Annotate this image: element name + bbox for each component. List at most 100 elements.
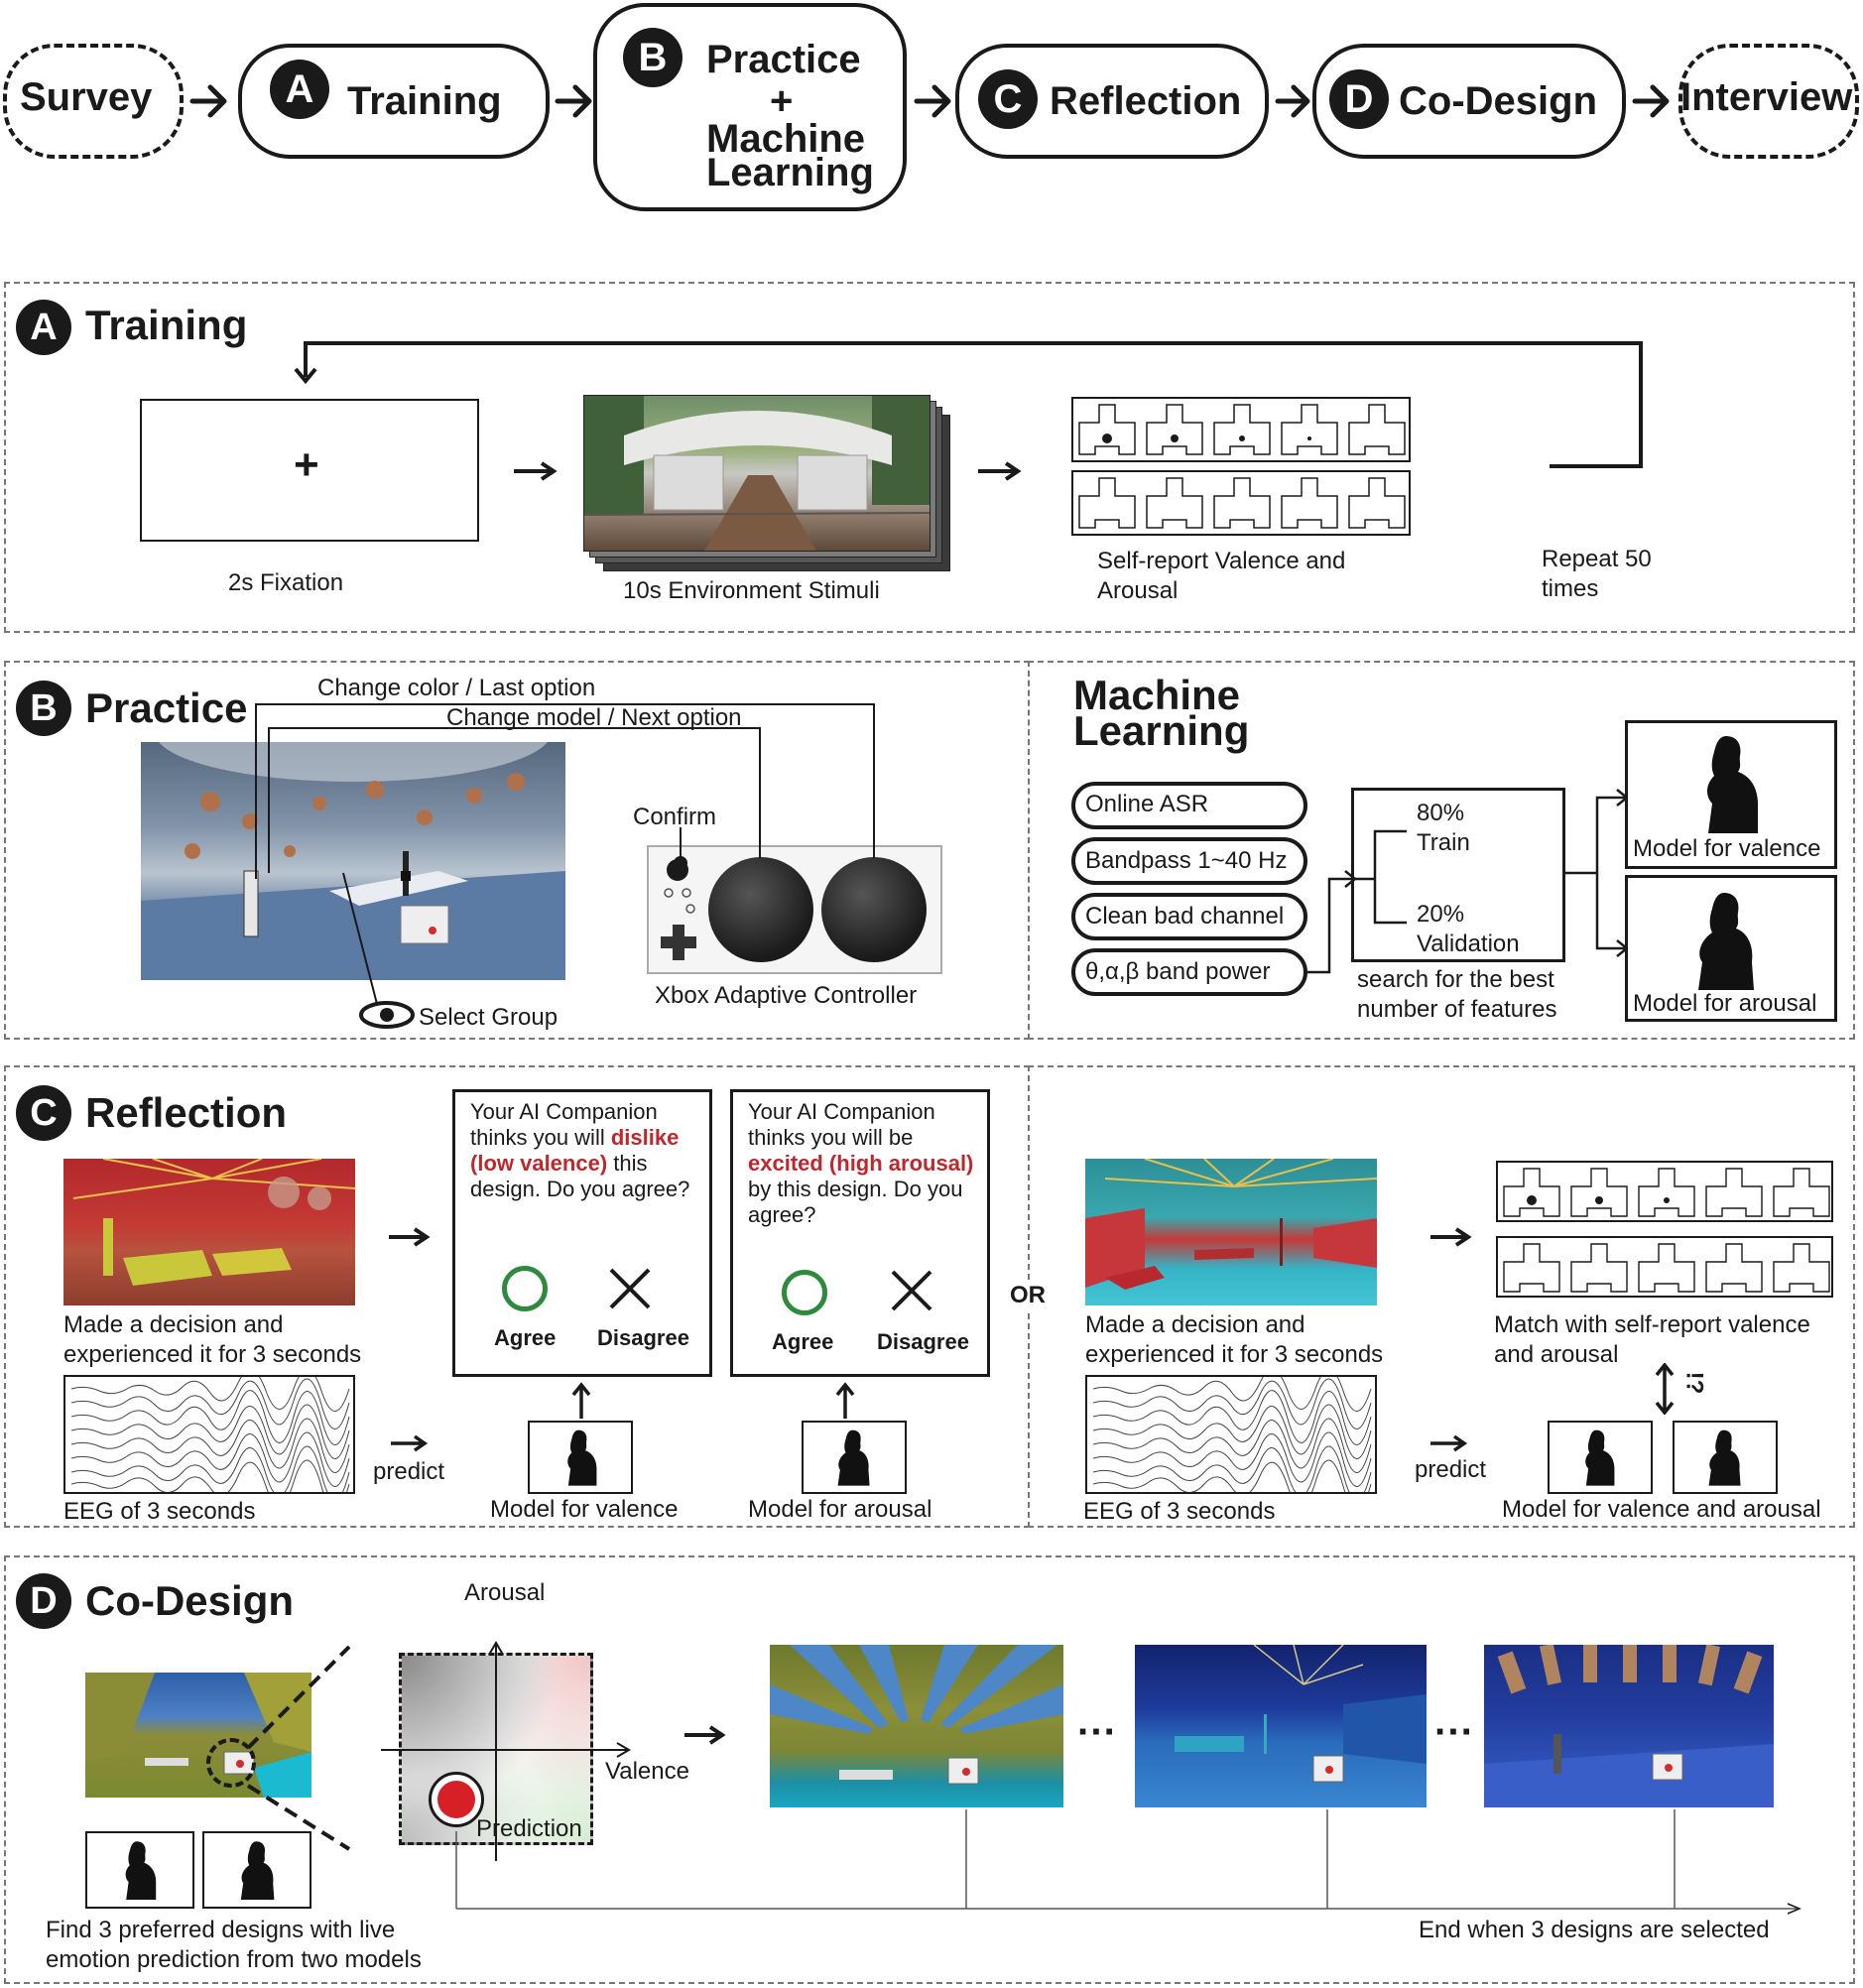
codesign-badge: D [16, 1573, 71, 1629]
controller-label: Xbox Adaptive Controller [655, 982, 918, 1009]
flow-training-label: Training [347, 79, 502, 123]
ml-step-clean [1071, 893, 1307, 940]
ellipsis-1: ··· [1077, 1710, 1117, 1754]
training-repeat-loop [294, 341, 1643, 468]
flow-training-badge: A [270, 60, 329, 119]
card1-agree-label: Agree [494, 1325, 557, 1350]
predict-label: predict [373, 1458, 445, 1485]
flow-practice-badge: B [623, 28, 683, 87]
match-label-1: Match with self-report valence [1494, 1311, 1810, 1338]
self-report-label-1: Self-report Valence and [1097, 548, 1346, 574]
flow-practice-label: Practice [706, 38, 861, 81]
practice-badge: B [16, 681, 71, 736]
person-silhouette-icon [1708, 1429, 1741, 1486]
training-arrow-2 [978, 461, 1022, 481]
card2-line4: by this design. Do you [748, 1177, 963, 1201]
card2-line2: thinks you will be [748, 1125, 914, 1150]
model-both-label: Model for valence and arousal [1502, 1496, 1821, 1523]
training-arrow-1 [514, 461, 558, 481]
val-pct-label: 20% [1417, 901, 1465, 928]
person-silhouette-icon [1698, 893, 1754, 990]
zoom-circle [206, 1738, 256, 1788]
train-validation-box [1351, 788, 1565, 962]
prediction-label: Prediction [476, 1815, 582, 1842]
ml-title-2: Learning [1073, 707, 1250, 754]
sam-arousal-scale-small [1496, 1236, 1833, 1298]
card2-agree-icon[interactable] [782, 1270, 827, 1315]
eeg-label: EEG of 3 seconds [63, 1498, 256, 1525]
valence-axis-label: Valence [605, 1758, 689, 1785]
prediction-marker [429, 1772, 484, 1827]
dpad-button[interactable] [659, 923, 698, 962]
sam-arousal-scale [1071, 470, 1411, 536]
ml-step-bandpass-label: Bandpass 1~40 Hz [1085, 847, 1288, 874]
card2-disagree-icon[interactable] [889, 1268, 934, 1313]
repeat-label-1: Repeat 50 [1542, 546, 1652, 572]
match-label-2: and arousal [1494, 1341, 1619, 1368]
codesign-design-2 [1135, 1645, 1427, 1807]
flow-training-node [238, 44, 550, 159]
codesign-design-3 [1484, 1645, 1774, 1807]
prediction-dot [437, 1781, 475, 1818]
person-silhouette-icon [837, 1429, 870, 1486]
eye-icon [357, 1000, 417, 1030]
reflection-scene-red [63, 1159, 355, 1305]
search-label-2: number of features [1357, 996, 1557, 1023]
eeg-waveform [70, 1369, 350, 1511]
arousal-axis-label: Arousal [464, 1579, 546, 1606]
reflection-up-arrows [571, 1382, 855, 1419]
find-label-2: emotion prediction from two models [46, 1946, 422, 1973]
zoom-lines [246, 1645, 351, 1851]
fixation-screen [140, 399, 479, 542]
flow-practice-plus: + [770, 79, 794, 123]
reflection-arousal-model-label: Model for arousal [748, 1496, 932, 1523]
ml-step-bandpower-label: θ,α,β band power [1085, 958, 1271, 985]
card1-agree-icon[interactable] [502, 1266, 548, 1311]
person-silhouette-icon [567, 1429, 597, 1486]
flow-reflection-node [955, 44, 1269, 159]
flow-interview-node [1678, 44, 1859, 159]
flow-codesign-node [1312, 44, 1626, 159]
codesign-timeline [455, 1809, 1801, 1915]
model-valence-label: Model for valence [1633, 835, 1821, 862]
codesign-arrow [684, 1725, 726, 1745]
decision-label-2: experienced it for 3 seconds [63, 1341, 362, 1368]
eeg-plot-right [1085, 1369, 1377, 1511]
card1-disagree-label: Disagree [597, 1325, 689, 1350]
reflection-arrow-1 [389, 1227, 431, 1247]
reflection-scene-teal [1085, 1159, 1377, 1305]
val-label: Validation [1417, 931, 1520, 957]
card2-line5: agree? [748, 1202, 816, 1227]
training-section [4, 282, 1855, 633]
person-silhouette-icon [240, 1841, 275, 1900]
change-color-button[interactable] [708, 857, 813, 962]
practice-title: Practice [85, 684, 248, 731]
training-title: Training [85, 302, 248, 348]
codesign-section [4, 1555, 1855, 1984]
stimuli-label: 10s Environment Stimuli [623, 577, 880, 604]
flow-reflection-badge: C [978, 69, 1038, 129]
fixation-label: 2s Fixation [228, 569, 344, 596]
sam-valence-scale [1071, 397, 1411, 462]
change-color-label: Change color / Last option [317, 675, 596, 701]
reflection-badge: C [16, 1085, 71, 1141]
flow-survey-node [3, 44, 184, 159]
sam-valence-scale-small [1496, 1161, 1833, 1222]
confirm-label: Confirm [633, 804, 717, 830]
card1-disagree-icon[interactable] [607, 1266, 653, 1311]
ml-section [1028, 661, 1855, 1040]
ml-step-asr [1071, 782, 1307, 829]
stimuli-photo [583, 395, 931, 552]
predict-arrow [391, 1434, 429, 1452]
reflection-valence-model-label: Model for valence [490, 1496, 679, 1523]
decision-label-r1: Made a decision and [1085, 1311, 1305, 1338]
train-pct-label: 80% [1417, 800, 1465, 826]
codesign-title: Co-Design [85, 1577, 294, 1624]
person-silhouette-icon [125, 1841, 157, 1900]
self-report-label-2: Arousal [1097, 577, 1179, 604]
change-model-label: Change model / Next option [446, 704, 742, 731]
change-model-button[interactable] [821, 857, 927, 962]
card1-line3: (low valence) this [470, 1151, 648, 1176]
practice-vr-scene [141, 742, 565, 980]
